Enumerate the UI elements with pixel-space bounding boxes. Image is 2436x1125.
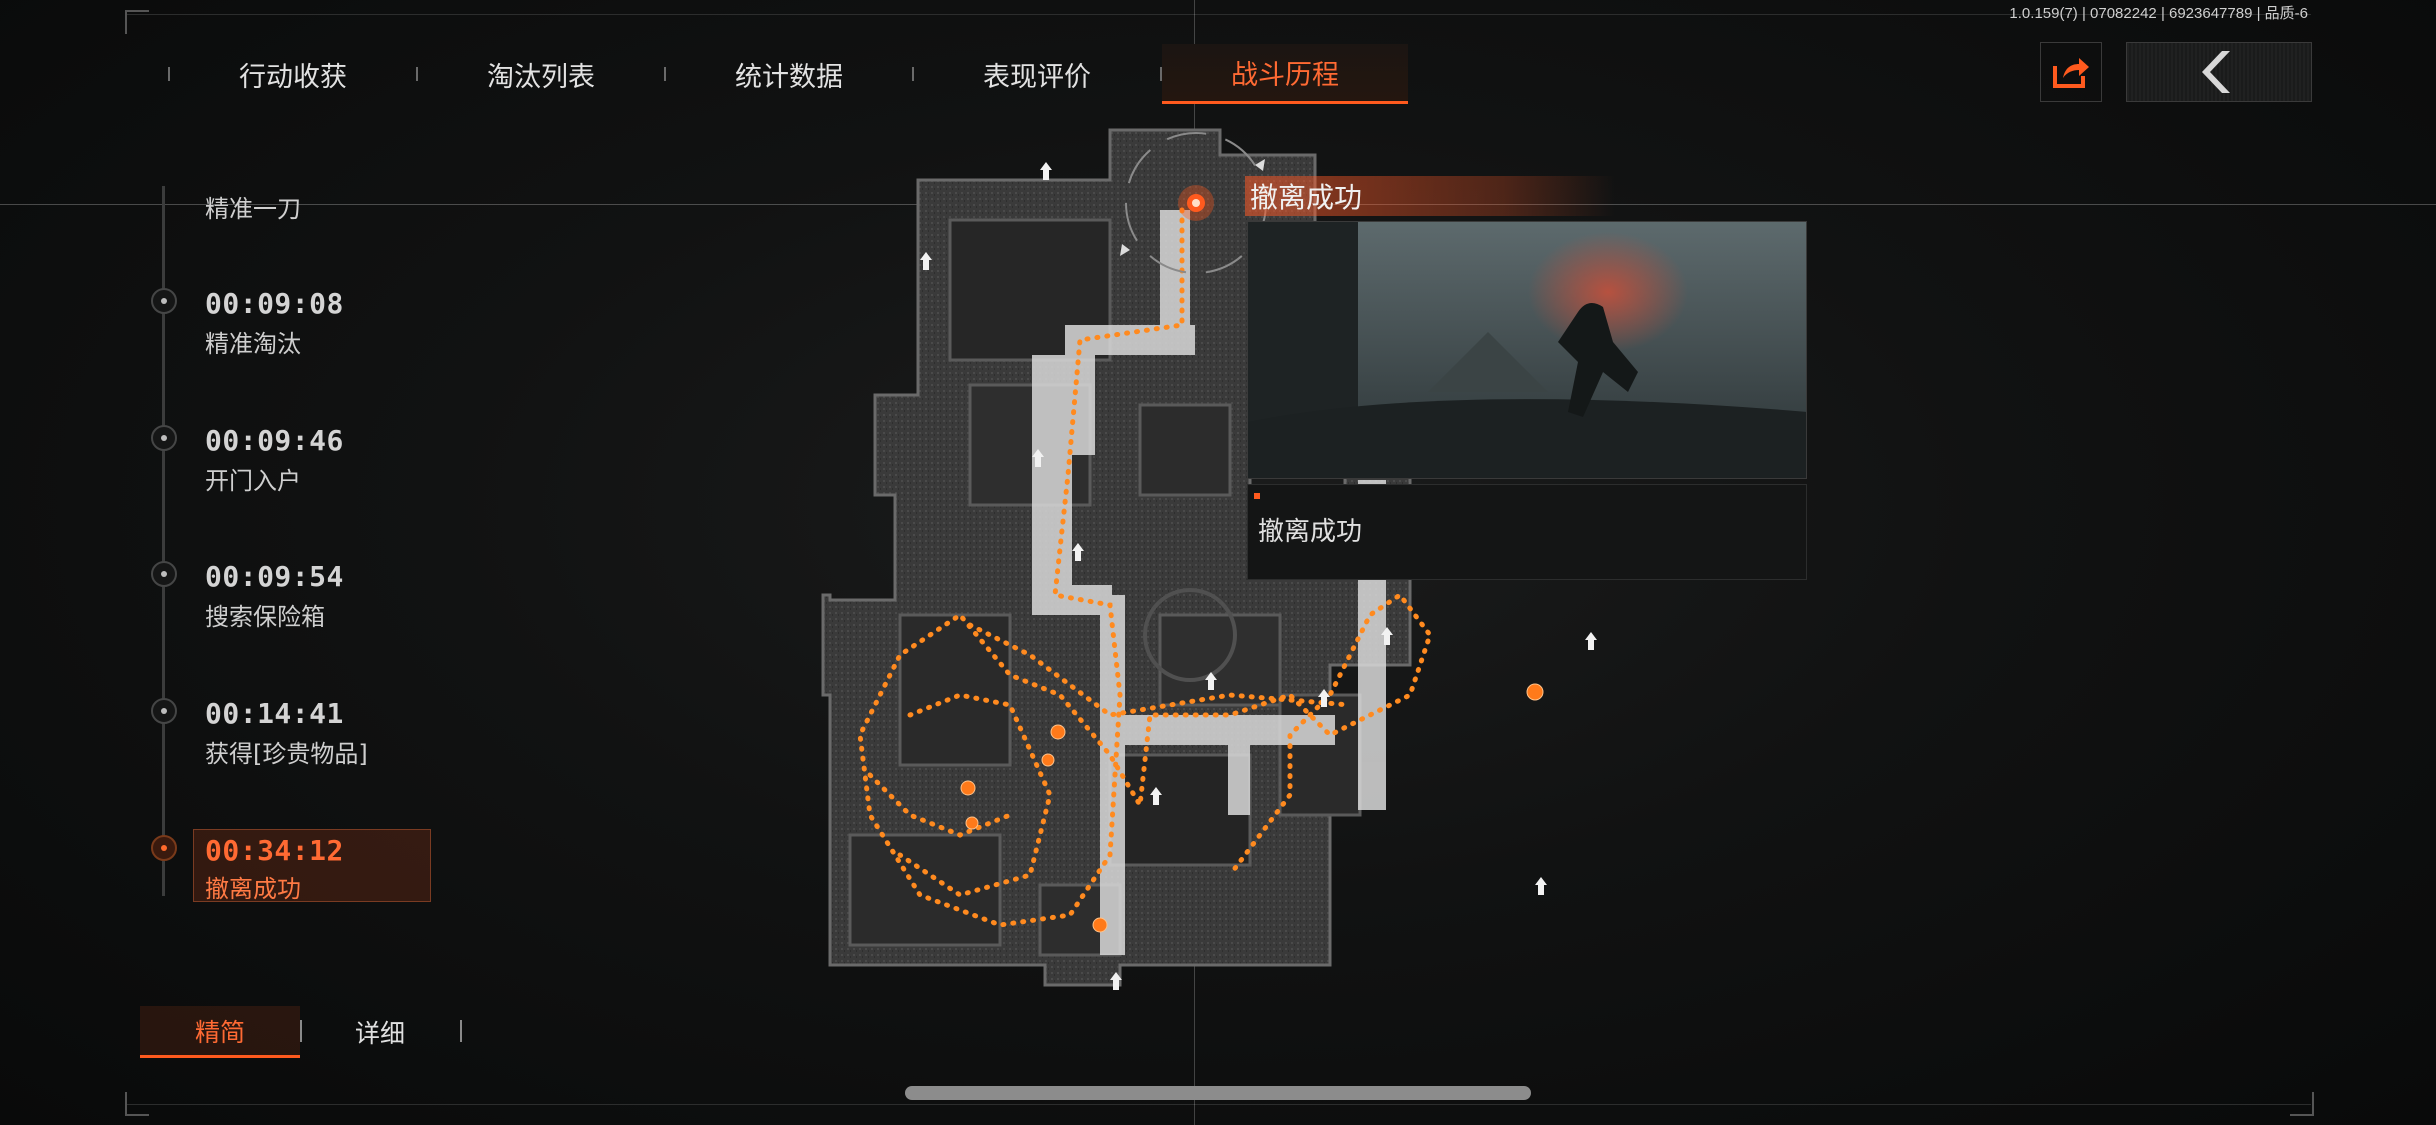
popup-title: 撤离成功	[1250, 181, 1363, 214]
timeline-top-label: 精准一刀	[205, 185, 301, 224]
tab-separator	[460, 1020, 462, 1042]
stairs-icon	[1040, 162, 1052, 180]
timeline-dot	[151, 561, 177, 587]
top-tab-bar: 行动收获 淘汰列表 统计数据 表现评价 战斗历程	[168, 44, 1408, 104]
tab-elimination-list[interactable]: 淘汰列表	[418, 44, 664, 104]
timeline-dot	[151, 425, 177, 451]
tab-brief[interactable]: 精简	[140, 1006, 300, 1058]
timeline-event-label: 搜索保险箱	[205, 603, 325, 631]
timeline-event[interactable]: 00:14:41 获得[珍贵物品]	[205, 697, 368, 769]
timeline-event-time: 00:14:41	[205, 697, 344, 730]
tab-action-harvest[interactable]: 行动收获	[170, 44, 416, 104]
room	[1108, 753, 1252, 867]
player-position-marker	[1120, 132, 1267, 274]
room	[1158, 613, 1282, 707]
room	[1138, 403, 1232, 497]
tab-statistics[interactable]: 统计数据	[666, 44, 912, 104]
event-marker	[1526, 683, 1544, 701]
tab-label: 统计数据	[735, 61, 843, 93]
frame-top-line	[125, 14, 2311, 15]
popup-title-bar	[1245, 176, 1615, 216]
tab-detailed[interactable]: 详细	[330, 1006, 430, 1058]
tab-separator	[664, 67, 666, 81]
timeline-event[interactable]: 00:09:46 开门入户	[205, 424, 344, 496]
stairs-icon	[1205, 672, 1217, 690]
frame-corner	[125, 1092, 149, 1116]
tab-separator	[416, 67, 418, 81]
timeline-dot	[151, 288, 177, 314]
event-marker	[1092, 917, 1108, 933]
corridor	[1160, 210, 1190, 325]
tab-separator	[300, 1020, 302, 1042]
chevron-left-icon	[2202, 51, 2230, 93]
tab-battle-history[interactable]: 战斗历程	[1162, 44, 1408, 104]
timeline-dot	[151, 698, 177, 724]
event-marker	[960, 780, 976, 796]
timeline-event-selected[interactable]: 00:34:12 撤离成功	[193, 829, 431, 903]
stairs-icon	[1032, 449, 1044, 467]
frame-corner	[2290, 1092, 2314, 1116]
back-button[interactable]	[2126, 42, 2312, 102]
tab-label: 行动收获	[239, 61, 347, 93]
tab-performance[interactable]: 表现评价	[914, 44, 1160, 104]
event-screenshot-image	[1248, 222, 1806, 478]
stairs-icon	[1535, 877, 1547, 895]
tab-separator	[1160, 67, 1162, 81]
home-indicator[interactable]	[905, 1086, 1531, 1100]
timeline-track	[162, 186, 165, 896]
stairs-icon	[920, 252, 932, 270]
timeline-event-time: 00:09:08	[205, 287, 344, 320]
share-icon	[2053, 58, 2089, 88]
tab-separator	[912, 67, 914, 81]
room	[948, 218, 1112, 362]
caption-marker	[1254, 493, 1260, 499]
frame-corner	[125, 10, 149, 34]
event-marker	[1050, 724, 1066, 740]
tab-separator	[168, 67, 170, 81]
tab-label: 详细	[354, 1019, 405, 1048]
timeline-event-label: 撤离成功	[205, 875, 301, 903]
timeline-event-time: 00:09:54	[205, 560, 344, 593]
timeline-event[interactable]: 00:09:54 搜索保险箱	[205, 560, 344, 632]
timeline-event-label: 精准一刀	[205, 195, 301, 223]
stairs-icon	[1150, 787, 1162, 805]
popup-caption-text: 撤离成功	[1258, 517, 1363, 547]
tab-label: 战斗历程	[1231, 60, 1339, 91]
frame-bottom-line	[125, 1104, 2311, 1105]
stairs-icon	[1585, 632, 1597, 650]
stairs-icon	[1381, 627, 1393, 645]
tab-label: 淘汰列表	[487, 61, 595, 93]
stairs-icon	[1072, 543, 1084, 561]
stairs-icon	[1318, 689, 1330, 707]
timeline-event[interactable]: 00:09:08 精准淘汰	[205, 287, 344, 359]
tab-label: 精简	[194, 1017, 245, 1047]
corridor	[1032, 355, 1072, 595]
timeline-event-time: 00:09:46	[205, 424, 344, 457]
stairs-icons	[920, 162, 1597, 990]
share-button[interactable]	[2040, 42, 2102, 102]
event-marker	[1041, 753, 1055, 767]
timeline-event-time: 00:34:12	[205, 834, 344, 867]
stairs-icon	[1110, 972, 1122, 990]
route-path	[857, 207, 1433, 928]
map-panel[interactable]	[810, 95, 1620, 995]
tab-label: 表现评价	[983, 61, 1091, 93]
timeline-event-label: 精准淘汰	[205, 330, 301, 358]
popup-caption-panel: 撤离成功	[1247, 484, 1807, 580]
map	[821, 128, 1597, 990]
event-screenshot[interactable]	[1247, 221, 1807, 479]
room	[898, 613, 1012, 767]
timeline-event-label: 获得[珍贵物品]	[205, 740, 368, 768]
event-marker	[965, 816, 979, 830]
corridor	[1228, 735, 1250, 815]
floor-marking	[1143, 588, 1237, 682]
timeline-event-label: 开门入户	[205, 467, 301, 495]
timeline-dot-active	[151, 835, 177, 861]
version-info: 1.0.159(7) | 07082242 | 6923647789 | 品质-…	[2009, 5, 2308, 22]
